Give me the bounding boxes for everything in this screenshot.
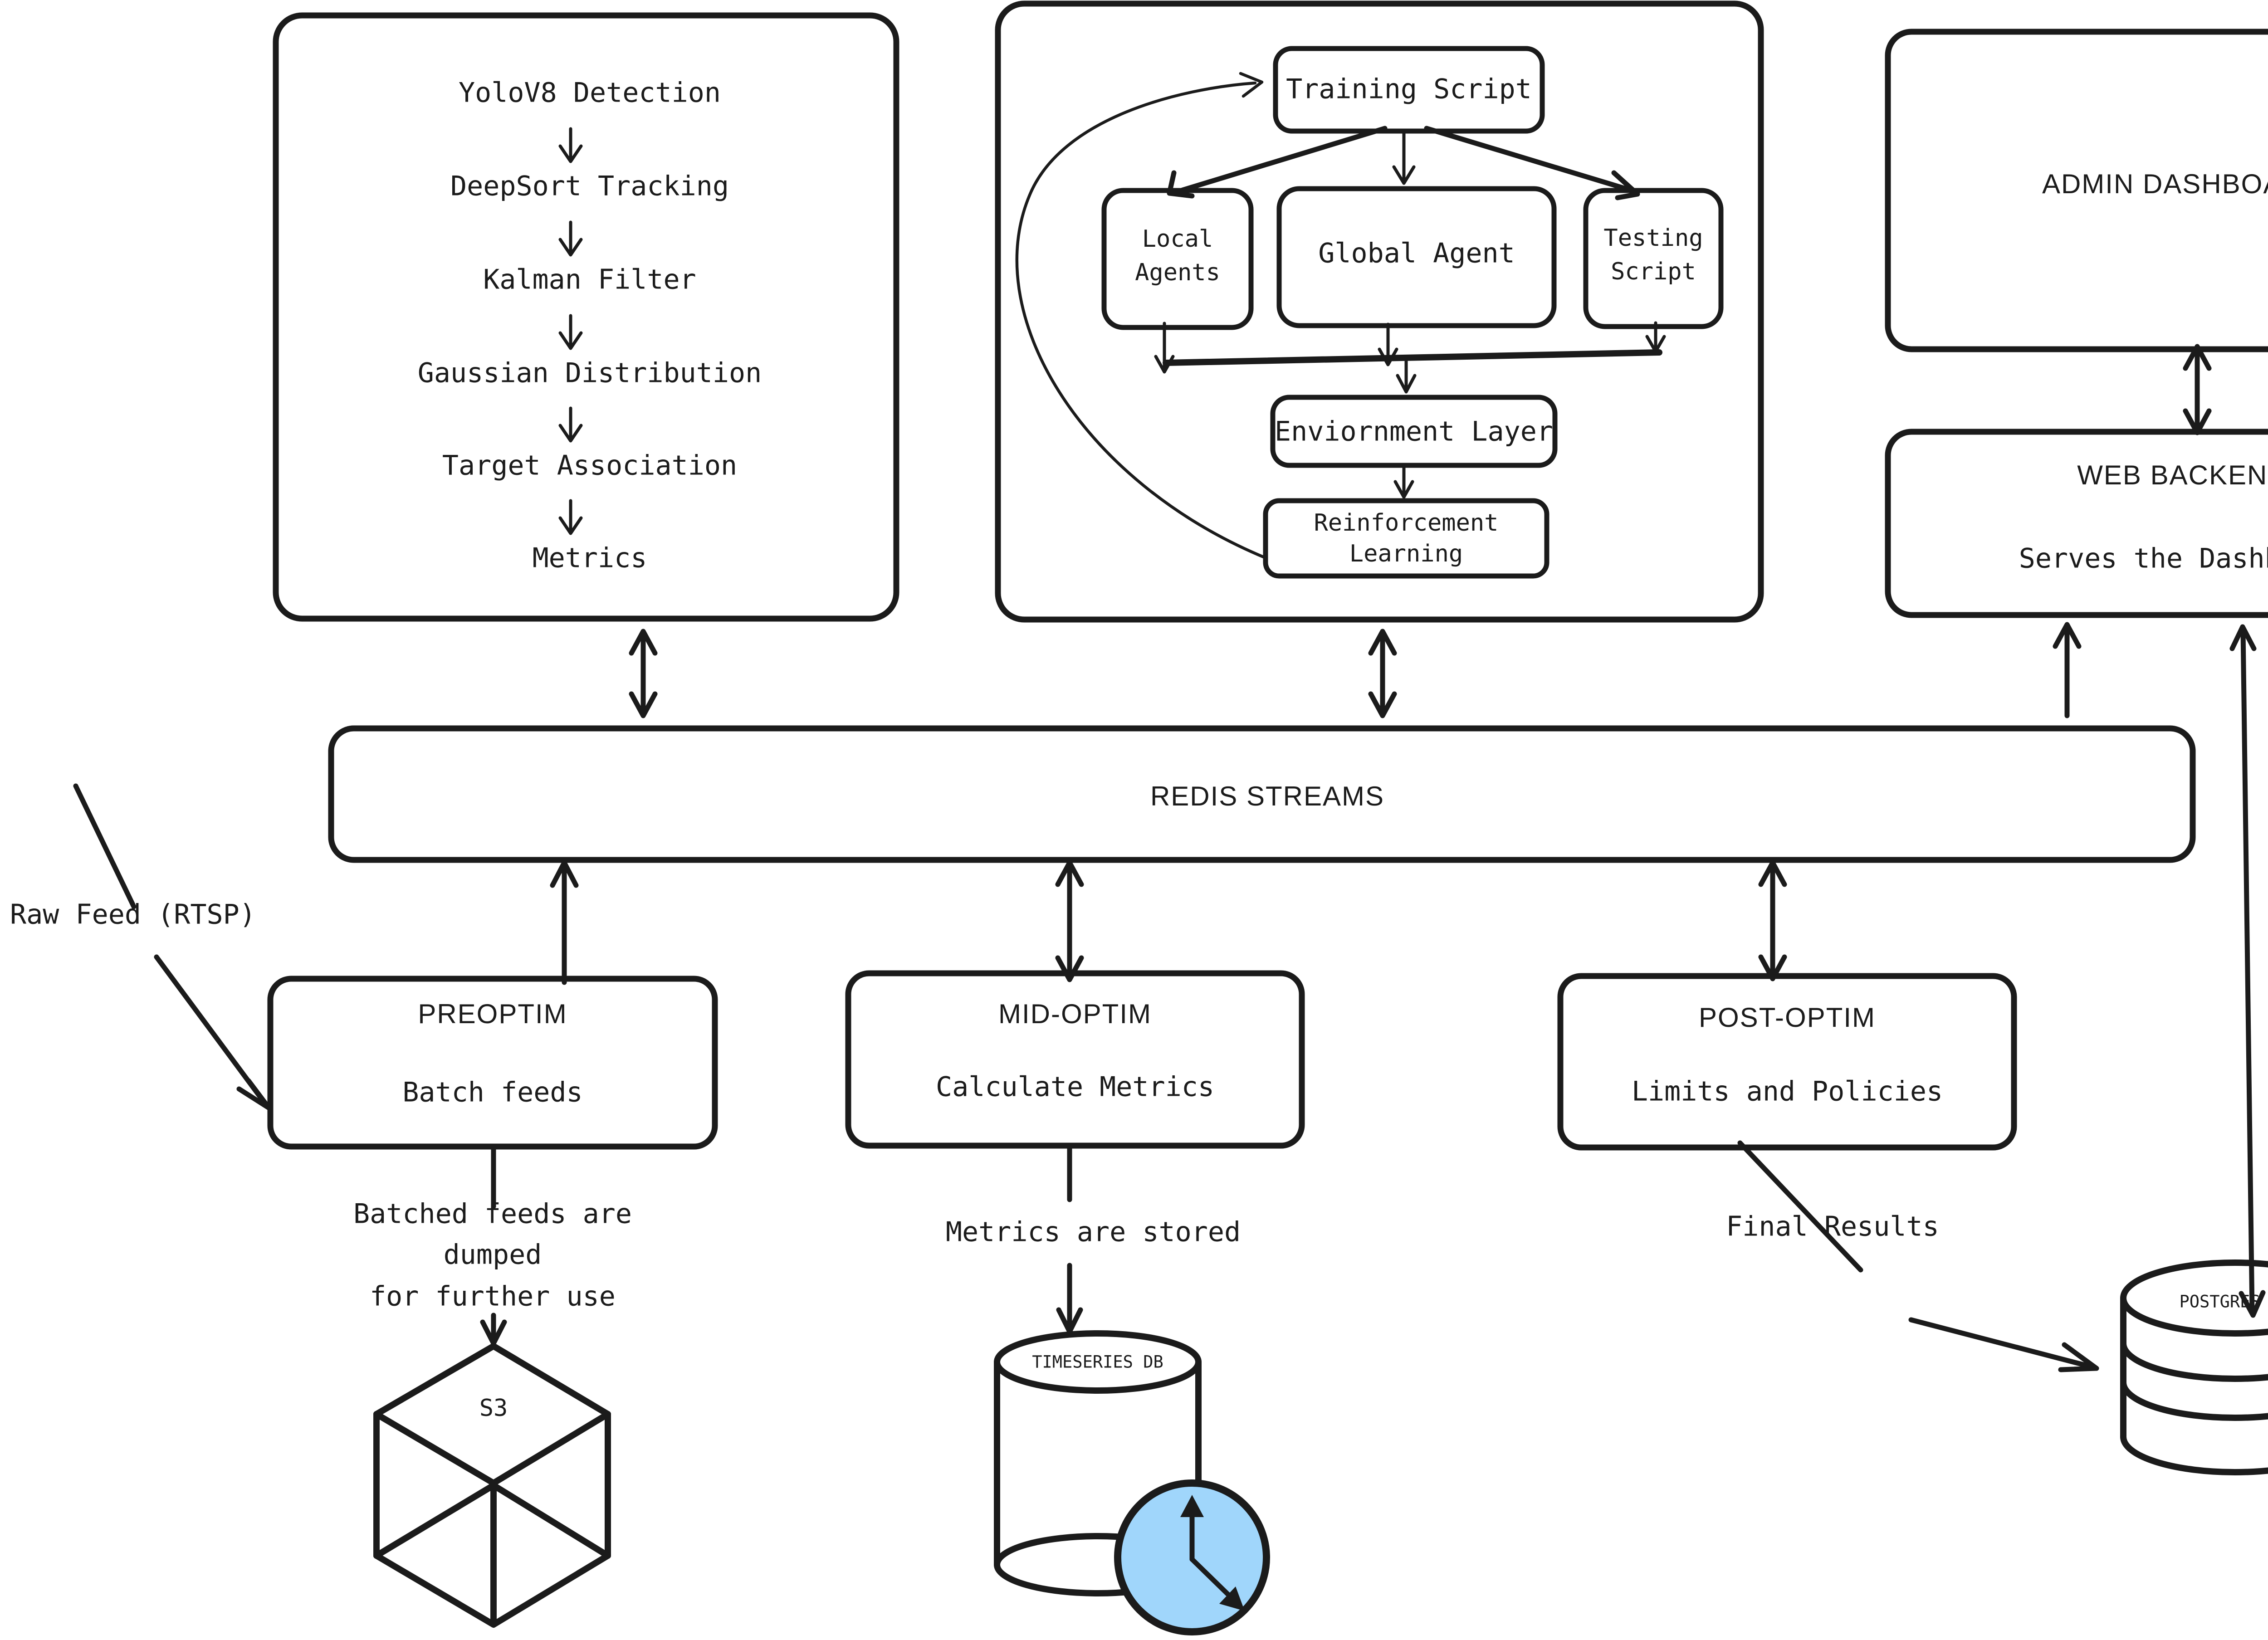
testing-script-label-line2: Script (1611, 258, 1696, 285)
backend-postgres-arrow (2229, 624, 2266, 1318)
node-environment-layer[interactable]: Enviornment Layer (1270, 395, 1558, 468)
raw-feed-label: Raw Feed (RTSP) (10, 899, 256, 931)
web-backend-title: WEB BACKEND (2077, 460, 2268, 490)
web-backend-box[interactable]: WEB BACKEND Serves the Dashboard (1885, 429, 2268, 618)
node-local-agents[interactable]: Local Agents (1101, 188, 1254, 330)
pipeline-step-2: DeepSort Tracking (450, 171, 729, 202)
pipeline-step-1: YoloV8 Detection (459, 77, 721, 109)
rl-redis-arrow (1368, 629, 1397, 718)
clock-icon (1114, 1479, 1270, 1635)
worker-mid-optim[interactable]: MID-OPTIM Calculate Metrics (845, 970, 1305, 1149)
batched-feeds-label-line1: Batched feeds are (353, 1198, 632, 1230)
local-agents-label-line1: Local (1142, 225, 1213, 253)
mid-optim-subtitle: Calculate Metrics (936, 1071, 1214, 1103)
reinforcement-learning-label-line2: Learning (1349, 540, 1463, 567)
pipeline-step-3: Kalman Filter (483, 264, 696, 296)
node-testing-script[interactable]: Testing Script (1583, 188, 1724, 329)
preoptim-title: PREOPTIM (418, 999, 567, 1029)
batched-feeds-label-line2: dumped (444, 1239, 542, 1271)
pipeline-redis-arrow (629, 629, 658, 718)
node-reinforcement-learning[interactable]: Reinforcement Learning (1263, 498, 1549, 579)
node-global-agent[interactable]: Global Agent (1276, 186, 1557, 328)
worker-preoptim[interactable]: PREOPTIM Batch feeds (267, 976, 718, 1150)
redis-streams-bar[interactable]: REDIS STREAMS (328, 725, 2196, 863)
training-script-label: Training Script (1286, 73, 1532, 105)
postgres-db-label: POSTGRES DB (2179, 1292, 2268, 1312)
preoptim-subtitle: Batch feeds (402, 1077, 582, 1108)
web-backend-subtitle: Serves the Dashboard (2019, 543, 2268, 575)
reinforcement-learning-label-line1: Reinforcement (1314, 509, 1499, 537)
pipeline-step-arrows (558, 127, 583, 535)
pipeline-step-6: Metrics (533, 542, 647, 574)
rl-connectors (1015, 72, 1666, 560)
postgres-db-store[interactable]: POSTGRES DB (2120, 1259, 2268, 1475)
testing-script-label-line1: Testing (1603, 225, 1703, 252)
vision-pipeline-container[interactable]: YoloV8 Detection DeepSort Tracking Kalma… (273, 12, 899, 622)
pipeline-step-5: Target Association (442, 450, 737, 482)
timeseries-db-label: TIMESERIES DB (1032, 1352, 1163, 1372)
redis-backend-arrow (2053, 622, 2082, 718)
mid-optim-title: MID-OPTIM (998, 999, 1152, 1029)
admin-dashboard-title: ADMIN DASHBOARD (2042, 169, 2268, 199)
pipeline-step-4: Gaussian Distribution (418, 357, 762, 389)
s3-label: S3 (479, 1395, 508, 1422)
final-results-label: Final Results (1726, 1211, 1939, 1243)
redis-streams-label: REDIS STREAMS (1150, 781, 1384, 811)
node-training-script[interactable]: Training Script (1273, 46, 1545, 134)
worker-post-optim[interactable]: POST-OPTIM Limits and Policies (1557, 973, 2017, 1151)
local-agents-label-line2: Agents (1135, 259, 1220, 286)
batched-feeds-label-line3: for further use (370, 1281, 616, 1313)
environment-layer-label: Enviornment Layer (1275, 416, 1553, 448)
post-optim-subtitle: Limits and Policies (1632, 1076, 1943, 1108)
post-optim-title: POST-OPTIM (1699, 1002, 1876, 1033)
s3-store[interactable]: S3 (373, 1343, 611, 1628)
rl-training-container[interactable]: Training Script Local Agents Global Agen… (995, 0, 1764, 623)
metrics-stored-label: Metrics are stored (946, 1216, 1241, 1248)
global-agent-label: Global Agent (1318, 238, 1515, 269)
admin-dashboard-box[interactable]: ADMIN DASHBOARD (1885, 29, 2268, 352)
postoptim-postgres-arrow (1737, 1140, 2099, 1372)
